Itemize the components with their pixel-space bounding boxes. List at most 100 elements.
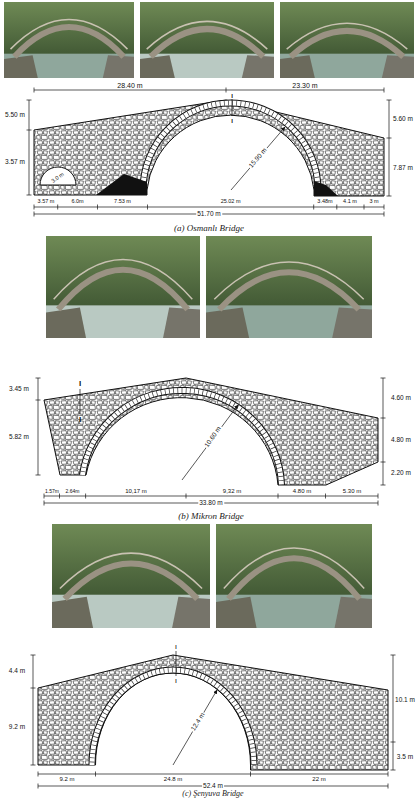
dimension-tick	[387, 138, 392, 139]
dimension-label: 4.60 m	[391, 395, 411, 402]
river	[140, 54, 274, 78]
dimension-tick	[34, 88, 35, 93]
dimension-label: 9.2 m	[59, 776, 74, 782]
photo-ground	[280, 2, 414, 78]
dimension-label: 3.57 m	[5, 159, 25, 166]
dimension-label: 52.4 m	[202, 783, 224, 790]
section-line	[176, 651, 177, 676]
dimension-label: 4.80 m	[293, 488, 311, 494]
dimension-tick	[95, 772, 96, 777]
parapet	[214, 262, 363, 299]
radius-line	[173, 690, 217, 765]
dimension-label: 25.02 m	[221, 199, 241, 205]
parapet	[54, 259, 193, 299]
relief-arch	[40, 167, 76, 185]
dimension-line	[389, 100, 390, 196]
river-bank	[332, 307, 372, 338]
radius-label: 10.60 m	[203, 425, 223, 450]
dimension-label: 22 m	[312, 776, 325, 782]
dimension-label: 10.1 m	[395, 697, 415, 704]
dimension-tick	[391, 655, 396, 656]
dimension-tick	[38, 784, 39, 789]
river	[216, 595, 372, 628]
dimension-label: 3.0 m	[51, 172, 65, 184]
dimension-line	[44, 496, 378, 497]
dimension-label: 5.60 m	[393, 116, 413, 123]
section-mark: I	[231, 118, 233, 124]
river-bank	[335, 597, 372, 628]
arch-ring	[92, 670, 254, 765]
parapet	[224, 548, 364, 589]
section-mark: I	[175, 645, 176, 650]
figure-caption: (c) Şenyuva Bridge	[182, 790, 243, 798]
dimension-tick	[378, 501, 379, 506]
dimension-label: 10,17 m	[125, 488, 147, 494]
bridge-elevation	[38, 655, 388, 770]
figure-caption: (a) Osmanlı Bridge	[174, 224, 244, 233]
bridge-photo	[206, 236, 372, 338]
dimension-tick	[38, 772, 39, 777]
section-mark: I	[79, 416, 81, 424]
dimension-label: 9,32 m	[223, 488, 241, 494]
dimension-line	[29, 100, 30, 195]
dimension-tick	[97, 205, 98, 210]
dimension-label: 23.30 m	[292, 82, 317, 89]
dimension-tick	[31, 765, 36, 766]
dimension-tick	[381, 485, 386, 486]
voussoir-joints	[143, 103, 318, 190]
dimension-line	[383, 378, 384, 485]
dimension-line	[38, 774, 388, 775]
dimension-line	[33, 655, 34, 765]
dimension-tick	[36, 475, 41, 476]
dimension-tick	[27, 195, 32, 196]
dimension-label: 33.80 m	[198, 500, 224, 507]
dimension-tick	[27, 130, 32, 131]
section-line	[232, 99, 233, 116]
dimension-tick	[378, 494, 379, 499]
section-mark: I	[231, 93, 233, 99]
dimension-tick	[381, 462, 386, 463]
dimension-label: 28.40 m	[117, 82, 142, 89]
river-bank	[4, 55, 38, 78]
dimension-tick	[36, 400, 41, 401]
river-bank	[242, 55, 274, 78]
figure-caption: (b) Mikron Bridge	[178, 512, 244, 521]
river-bank	[103, 55, 134, 78]
bridge-photo	[52, 524, 210, 628]
dimension-label: 9.2 m	[9, 724, 25, 731]
radius-line	[182, 405, 238, 480]
river	[52, 595, 210, 628]
dimension-label: 3 m	[369, 199, 378, 205]
river	[206, 305, 372, 338]
river-bank	[163, 307, 200, 338]
photo-ground	[216, 524, 372, 628]
river-bank	[172, 597, 210, 628]
parapet	[11, 19, 128, 49]
dimension-tick	[59, 494, 60, 499]
river-bank	[46, 307, 86, 338]
pier-foundation	[96, 174, 147, 195]
dimension-label: 2.64m	[66, 489, 80, 494]
dimension-label: 7.53 m	[114, 199, 131, 205]
dimension-line	[34, 207, 384, 208]
river-bank	[140, 55, 175, 78]
dimension-line	[393, 655, 394, 770]
dimension-tick	[381, 378, 386, 379]
dimension-tick	[387, 100, 392, 101]
bridge-photo	[46, 236, 200, 338]
arch-ring	[143, 103, 318, 190]
dimension-tick	[388, 772, 389, 777]
dimension-label: 5.82 m	[9, 434, 29, 441]
dimension-label: 5.50 m	[5, 112, 25, 119]
dimension-tick	[85, 494, 86, 499]
bridge-elevation	[44, 378, 378, 485]
dimension-tick	[250, 772, 251, 777]
river-bank	[206, 307, 249, 338]
section-mark: I	[79, 380, 81, 388]
dimension-tick	[364, 205, 365, 210]
dimension-tick	[31, 655, 36, 656]
dimension-label: 24.8 m	[164, 776, 182, 782]
section-line	[80, 389, 81, 414]
